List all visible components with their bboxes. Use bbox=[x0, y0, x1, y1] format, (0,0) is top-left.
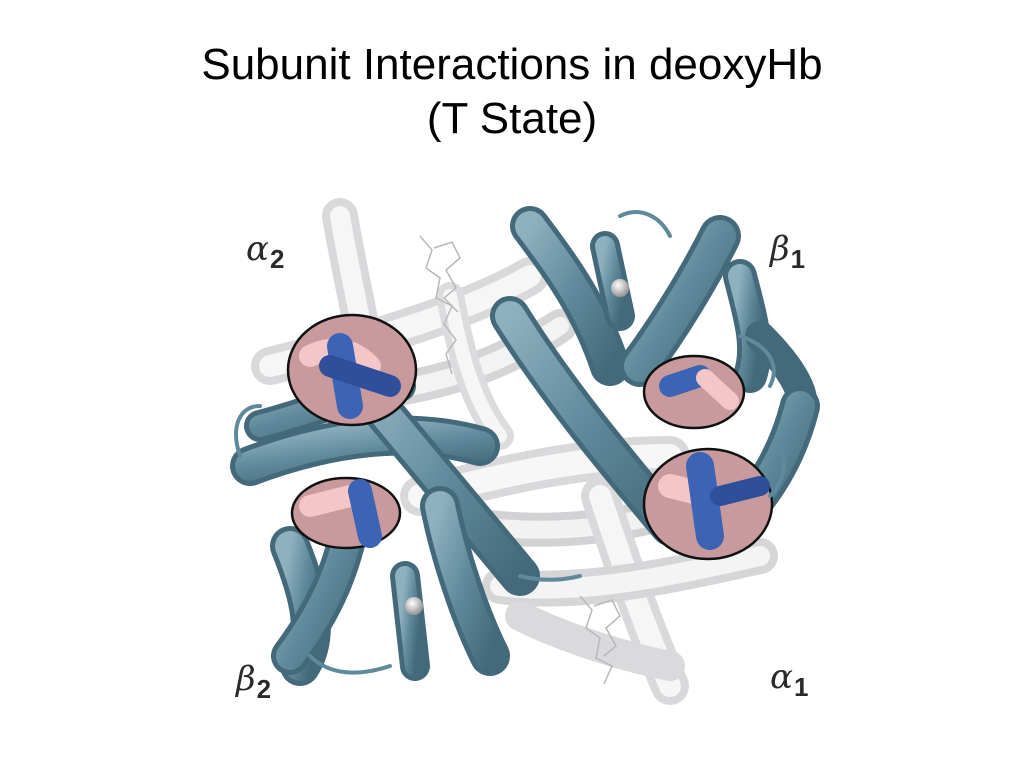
label-alpha1-greek: α bbox=[770, 657, 793, 697]
slide-title: Subunit Interactions in deoxyHb (T State… bbox=[0, 38, 1024, 146]
label-alpha1-number: 1 bbox=[793, 672, 809, 702]
interface-region-2 bbox=[290, 476, 402, 550]
heme-group-wireframes bbox=[419, 235, 621, 685]
connecting-loops bbox=[234, 210, 787, 675]
title-line-2: (T State) bbox=[426, 94, 598, 143]
interface-region-1 bbox=[286, 313, 418, 427]
heme-iron-beta1 bbox=[611, 279, 629, 297]
label-beta2: β2 bbox=[236, 659, 271, 704]
label-beta2-number: 2 bbox=[256, 674, 272, 704]
label-alpha2-number: 2 bbox=[269, 244, 285, 274]
label-alpha2-greek: α bbox=[246, 229, 269, 269]
interface-region-3 bbox=[642, 354, 746, 430]
interface-region-4 bbox=[642, 447, 774, 561]
label-alpha2: α2 bbox=[246, 229, 284, 274]
hemoglobin-structure-svg bbox=[230, 198, 820, 705]
heme-iron-beta2 bbox=[405, 597, 423, 615]
label-beta2-greek: β bbox=[236, 659, 256, 699]
hemoglobin-structure-figure bbox=[200, 196, 840, 716]
title-line-1: Subunit Interactions in deoxyHb bbox=[201, 40, 823, 89]
label-alpha1: α1 bbox=[770, 657, 808, 702]
label-beta1-number: 1 bbox=[790, 244, 806, 274]
label-beta1-greek: β bbox=[770, 229, 790, 269]
label-beta1: β1 bbox=[770, 229, 805, 274]
